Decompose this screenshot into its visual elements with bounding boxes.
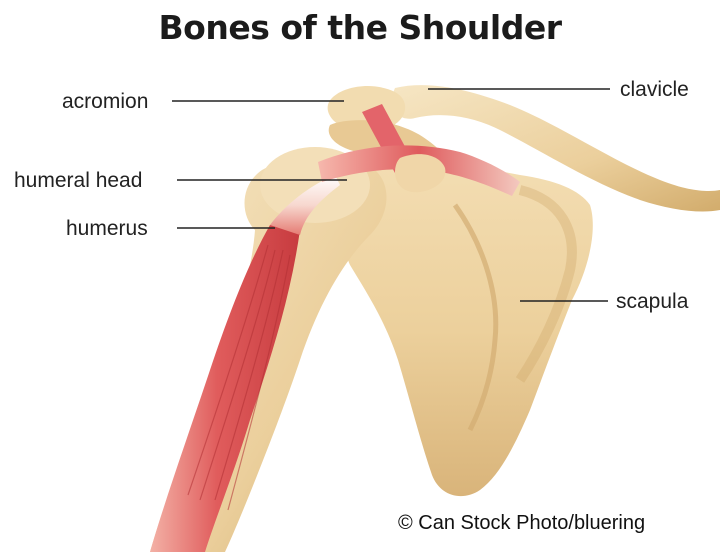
label-humeral-head: humeral head — [14, 170, 142, 191]
label-humerus: humerus — [66, 218, 148, 239]
label-acromion: acromion — [62, 91, 148, 112]
label-clavicle: clavicle — [620, 79, 689, 100]
copyright-credit: © Can Stock Photo/bluering — [398, 512, 645, 535]
label-scapula: scapula — [616, 291, 688, 312]
